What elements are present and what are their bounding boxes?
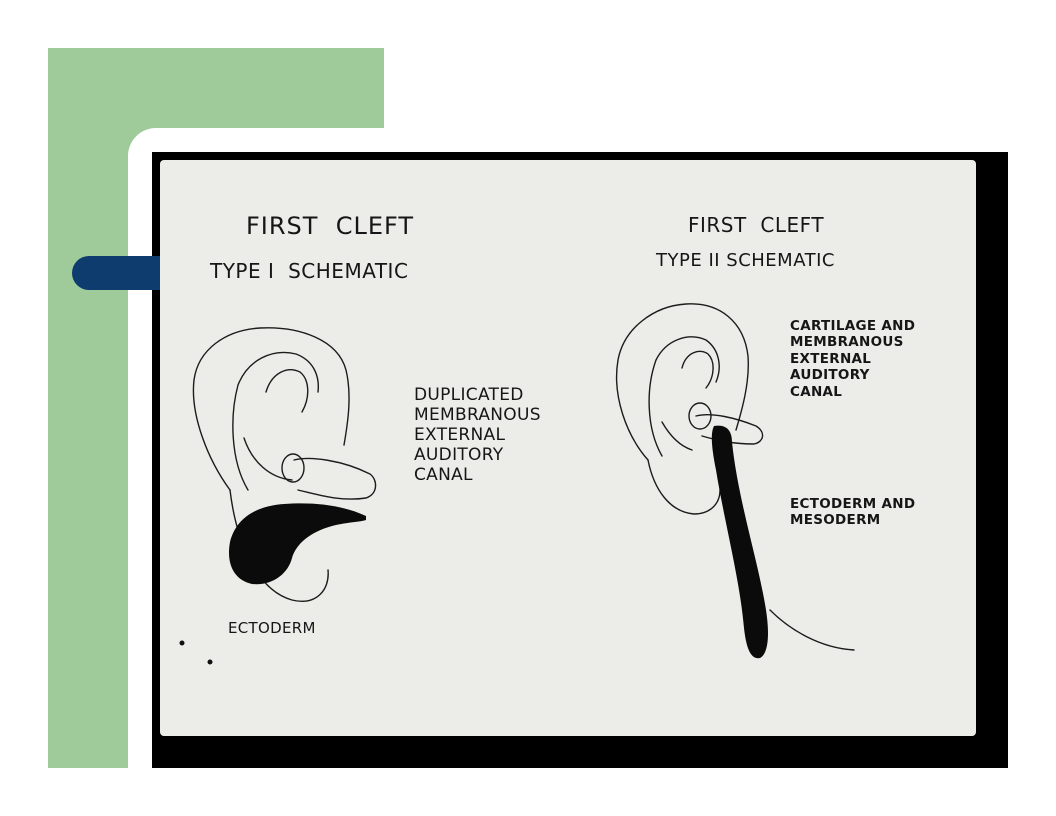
type-one-title: FIRST CLEFT [246,212,415,240]
type-one-antihelix [232,351,319,491]
type-two-neck-line [769,609,855,651]
type-one-canal-opening [281,453,305,483]
type-two-cartilage-label: CARTILAGE AND MEMBRANOUS EXTERNAL AUDITO… [790,318,916,400]
type-two-helix [615,303,750,461]
ear-schematics-drawing [179,303,855,665]
type-one-subtitle: TYPE I SCHEMATIC [210,259,409,283]
type-one-canal-label: DUPLICATED MEMBRANOUS EXTERNAL AUDITORY … [414,385,541,486]
type-two-subtitle: TYPE II SCHEMATIC [656,250,835,271]
type-two-canal-opening [688,402,712,430]
type-two-ectoderm-mesoderm-label: ECTODERM AND MESODERM [790,496,916,529]
type-one-ectoderm-duplication [228,503,366,585]
type-one-antihelix-inner [265,369,309,413]
type-two-antihelix-inner [681,350,714,389]
type-two-title: FIRST CLEFT [688,213,825,237]
schematic-slide: FIRST CLEFT TYPE I SCHEMATIC DUPLICATED … [160,160,976,736]
type-two-lobe [647,459,721,515]
type-one-ectoderm-label: ECTODERM [228,619,316,637]
type-two-antihelix [648,336,720,457]
type-two-concha [661,421,693,451]
type-two-ectoderm-mesoderm-tract [711,425,768,659]
type-one-helix [192,327,350,491]
type-one-canal [293,457,377,500]
